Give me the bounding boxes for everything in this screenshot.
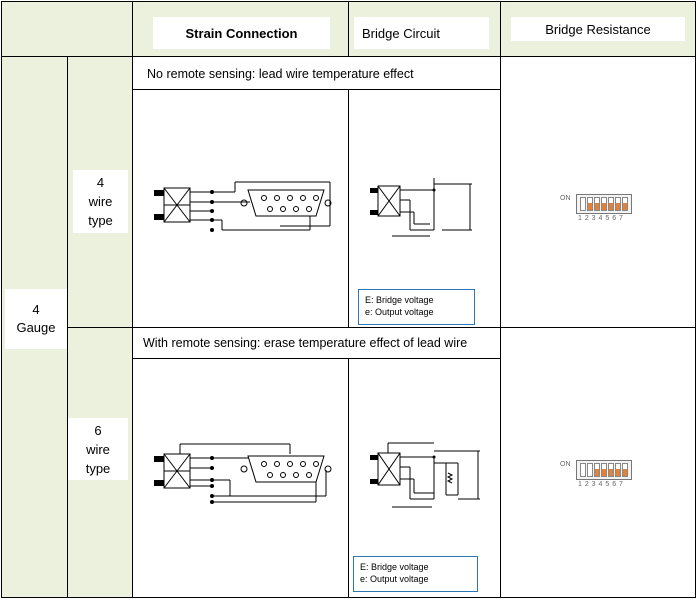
- four-wire-type-label: 4 wire type: [73, 170, 128, 233]
- dip-body-4wire: [576, 194, 632, 214]
- four-wire-description: No remote sensing: lead wire temperature…: [133, 58, 500, 89]
- dip-4wire-knob-4: [602, 203, 606, 210]
- dip-4wire-toggle-1: [580, 197, 586, 211]
- dip-4wire-toggle-5: [608, 197, 614, 211]
- grid-col-2: [132, 1, 133, 598]
- dip-6wire-toggle-7: [622, 463, 628, 477]
- dip-4wire-toggle-6: [615, 197, 621, 211]
- gauge-label: 4 Gauge: [5, 289, 67, 349]
- dip-6wire-toggle-4: [601, 463, 607, 477]
- dip-6wire-toggle-2: [587, 463, 593, 477]
- header-strain-connection: Strain Connection: [153, 17, 330, 49]
- bridge-circuit-diagram-4wire: [370, 178, 472, 237]
- dip-4wire-knob-1: [581, 198, 585, 205]
- dip-6wire-knob-2: [588, 464, 592, 471]
- grid-col-4: [500, 1, 501, 598]
- dip-4wire-knob-7: [623, 203, 627, 210]
- dip-6wire-knob-1: [581, 464, 585, 471]
- dip-4wire-knob-6: [616, 203, 620, 210]
- legend-E-4wire: E: Bridge voltage: [365, 295, 434, 305]
- dip-on-label-6wire: ON: [560, 461, 571, 468]
- strain-connection-diagram-4wire: [154, 181, 332, 232]
- dip-6wire-toggle-6: [615, 463, 621, 477]
- dip-4wire-knob-2: [588, 203, 592, 210]
- dip-switch-6wire: ON 1 2 3 4 5 6 7: [560, 458, 640, 498]
- dip-4wire-knob-3: [595, 203, 599, 210]
- dip-6wire-knob-5: [609, 469, 613, 476]
- dip-6wire-knob-4: [602, 469, 606, 476]
- grid-col-3c: [348, 358, 349, 598]
- grid-header-bottom: [1, 56, 696, 57]
- grid-col-3: [348, 1, 349, 56]
- dip-4wire-knob-5: [609, 203, 613, 210]
- dip-body-6wire: [576, 460, 632, 480]
- header-bridge-circuit: Bridge Circuit: [354, 17, 489, 49]
- bridge-legend-6wire: E: Bridge voltage e: Output voltage: [353, 556, 478, 592]
- dip-numbers-6wire: 1 2 3 4 5 6 7: [578, 481, 624, 488]
- dip-6wire-knob-7: [623, 469, 627, 476]
- grid-sub-line-2: [133, 358, 500, 359]
- grid-row-divider: [67, 327, 696, 328]
- grid-sub-line-1: [133, 89, 500, 90]
- legend-e-6wire: e: Output voltage: [360, 574, 429, 584]
- legend-e-4wire: e: Output voltage: [365, 307, 434, 317]
- dip-6wire-toggle-3: [594, 463, 600, 477]
- grid-outer-right: [695, 1, 696, 598]
- bridge-circuit-diagram-6wire: [370, 442, 480, 508]
- dip-4wire-toggle-3: [594, 197, 600, 211]
- grid-col-3b: [348, 89, 349, 328]
- dip-4wire-toggle-4: [601, 197, 607, 211]
- header-bridge-resistance: Bridge Resistance: [511, 17, 685, 41]
- dip-6wire-knob-3: [595, 469, 599, 476]
- dip-switch-4wire: ON 1 2 3 4 5 6 7: [560, 192, 640, 232]
- strain-connection-diagram-6wire: [154, 443, 332, 504]
- six-wire-type-label: 6 wire type: [68, 418, 128, 480]
- dip-6wire-toggle-5: [608, 463, 614, 477]
- dip-4wire-toggle-7: [622, 197, 628, 211]
- dip-4wire-toggle-2: [587, 197, 593, 211]
- dip-on-label-4wire: ON: [560, 195, 571, 202]
- dip-6wire-knob-6: [616, 469, 620, 476]
- bridge-legend-4wire: E: Bridge voltage e: Output voltage: [358, 289, 475, 325]
- grid-outer-left: [1, 1, 2, 598]
- dip-6wire-toggle-1: [580, 463, 586, 477]
- six-wire-description: With remote sensing: erase temperature e…: [133, 328, 500, 358]
- dip-numbers-4wire: 1 2 3 4 5 6 7: [578, 215, 624, 222]
- legend-E-6wire: E: Bridge voltage: [360, 562, 429, 572]
